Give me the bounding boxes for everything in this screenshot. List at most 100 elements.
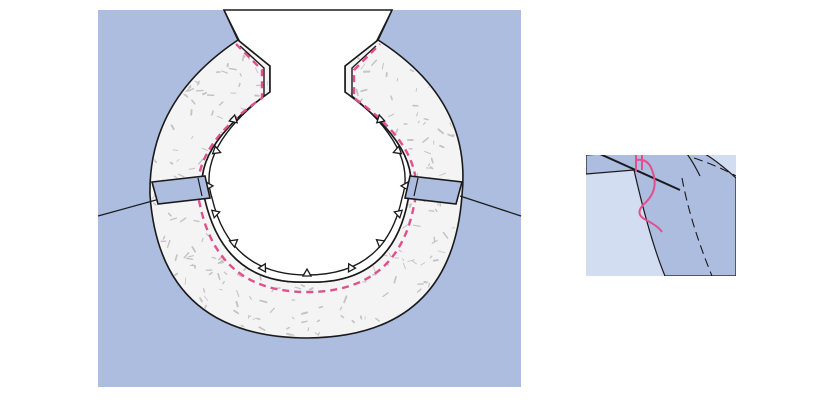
speckle-mark <box>177 173 185 178</box>
speckle-mark <box>201 92 207 96</box>
detail-fold-line <box>681 177 713 276</box>
speckle-mark <box>202 288 206 293</box>
speckle-mark <box>222 280 225 285</box>
speckle-mark <box>199 297 203 303</box>
speckle-mark <box>439 144 445 149</box>
speckle-mark <box>236 273 243 278</box>
seam-notch <box>392 145 403 155</box>
speckle-mark <box>430 157 434 164</box>
speckle-mark <box>183 94 189 98</box>
speckle-mark <box>432 259 439 262</box>
speckle-mark <box>223 271 228 275</box>
speckle-mark <box>191 264 197 267</box>
speckle-mark <box>211 256 217 260</box>
right-neck-edge-line <box>375 9 393 43</box>
speckle-mark <box>167 212 172 217</box>
speckle-mark <box>431 239 438 244</box>
speckle-mark <box>360 63 366 70</box>
speckle-mark <box>372 265 376 272</box>
speckle-mark <box>248 315 252 318</box>
speckle-mark <box>437 250 446 254</box>
speckle-mark <box>402 224 409 229</box>
speckle-mark <box>174 254 178 262</box>
speckle-mark <box>439 172 446 176</box>
speckle-mark <box>188 255 194 258</box>
speckle-mark <box>188 167 196 170</box>
seam-notch <box>257 262 267 274</box>
speckle-mark <box>396 77 399 82</box>
seam-notches <box>205 113 409 277</box>
speckle-mark <box>429 166 434 170</box>
speckle-mark <box>420 262 426 266</box>
speckle-mark <box>401 258 405 261</box>
speckle-mark <box>170 124 175 131</box>
left-side-tab <box>150 175 211 205</box>
seam-notch <box>375 113 386 124</box>
speckle-mark <box>381 62 384 70</box>
neckline-facing-diagram <box>97 9 522 387</box>
speckle-mark <box>407 203 411 207</box>
speckle-mark <box>191 246 197 253</box>
speckle-mark <box>447 133 455 138</box>
speckle-mark <box>316 319 321 323</box>
speckle-mark <box>427 163 431 167</box>
speckle-mark <box>185 86 192 93</box>
speckle-mark <box>351 319 356 324</box>
speckle-mark <box>193 219 200 223</box>
speckle-mark <box>201 147 208 151</box>
hand-stitch-detail <box>586 148 736 276</box>
speckle-mark <box>411 260 417 265</box>
speckle-mark <box>185 257 194 260</box>
left-neck-edge-line <box>223 9 241 43</box>
speckle-mark <box>416 288 422 293</box>
speckle-mark <box>176 159 180 162</box>
speckle-mark <box>169 161 174 165</box>
seam-notch <box>211 145 222 155</box>
speckle-mark <box>402 262 406 270</box>
speckle-mark <box>191 135 194 140</box>
seam-allowance-edge-left <box>239 45 265 96</box>
speckle-mark <box>191 99 196 105</box>
speckle-mark <box>422 137 429 143</box>
speckle-mark <box>208 271 213 276</box>
speckle-mark <box>238 82 241 87</box>
speckle-mark <box>166 239 171 248</box>
speckle-mark <box>339 306 343 311</box>
speckle-mark <box>184 277 187 285</box>
speckle-mark <box>356 56 360 60</box>
speckle-mark <box>258 326 266 332</box>
speckle-mark <box>169 217 178 221</box>
seam-allowance-edge-right <box>351 45 377 96</box>
speckle-mark <box>286 332 295 336</box>
seam-notch <box>393 209 404 220</box>
speckle-mark <box>219 288 223 291</box>
speckle-mark <box>393 275 397 284</box>
speckle-mark <box>201 237 204 243</box>
speckle-mark <box>434 208 438 213</box>
speckle-mark <box>314 332 319 336</box>
speckle-mark <box>423 118 429 121</box>
speckle-mark <box>259 299 268 304</box>
speckle-mark <box>437 128 445 135</box>
speckle-mark <box>242 54 245 62</box>
speckle-mark <box>371 59 378 66</box>
speckle-mark <box>340 314 345 319</box>
speckle-mark <box>179 217 187 223</box>
speckle-mark <box>390 95 393 101</box>
speckle-mark <box>252 317 258 320</box>
speckle-mark <box>360 88 368 93</box>
left-tab-inner-line <box>197 177 203 197</box>
speckle-mark <box>269 307 275 313</box>
speckle-mark <box>197 158 204 165</box>
left-guide-line <box>97 199 157 217</box>
detail-top-seam <box>598 148 682 153</box>
detail-fold-edge <box>687 155 701 177</box>
speckle-mark <box>407 259 415 262</box>
seam-notch <box>228 113 239 124</box>
speckle-mark <box>217 261 225 265</box>
detail-fabric-band <box>586 155 736 276</box>
speckle-mark <box>409 69 415 73</box>
speckle-mark <box>388 252 392 258</box>
speckle-mark <box>388 113 395 118</box>
